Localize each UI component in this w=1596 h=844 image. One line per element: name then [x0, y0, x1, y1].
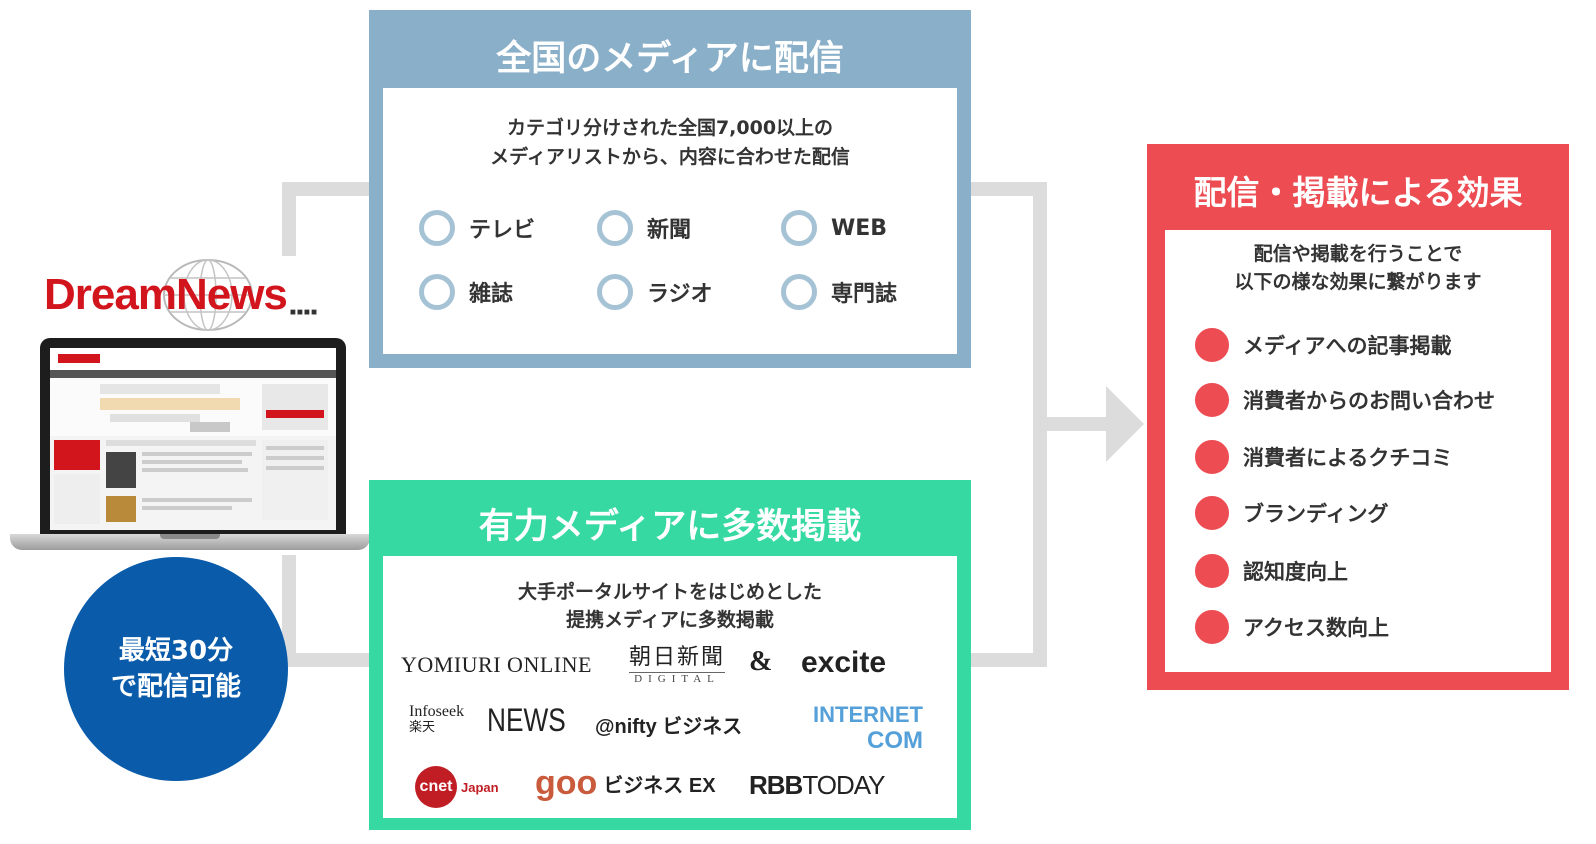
infoseek-title: Infoseek [409, 703, 465, 720]
media-type-trade-journal: 専門誌 [781, 274, 897, 310]
rbb-mark: RBB [749, 770, 803, 800]
circle-icon [781, 210, 817, 246]
infoseek-sub: 楽天 [409, 720, 436, 735]
effect-item: アクセス数向上 [1195, 610, 1389, 644]
ampersand: & [749, 646, 773, 677]
media-type-label: 新聞 [647, 218, 692, 243]
circle-icon [597, 210, 633, 246]
distribution-desc-line-1: カテゴリ分けされた全国7,000以上の [506, 117, 834, 139]
effect-item-label: ブランディング [1243, 502, 1389, 526]
connector-right-top-horizontal [971, 182, 1047, 196]
circle-icon [1195, 554, 1229, 588]
media-type-newspaper: 新聞 [597, 210, 691, 246]
media-type-label: WEB [831, 215, 888, 241]
media-type-label: ラジオ [647, 282, 713, 307]
circle-icon [781, 274, 817, 310]
connector-right-bottom-horizontal [971, 653, 1047, 667]
distribution-panel: 全国のメディアに配信 カテゴリ分けされた全国7,000以上の メディアリストから… [369, 10, 971, 368]
brand-logo: DreamNews ■■■■ [44, 258, 324, 332]
media-partners-desc-line-1: 大手ポータルサイトをはじめとした [517, 581, 822, 603]
infoseek-logo: Infoseek 楽天 [409, 704, 464, 736]
media-type-label: 雑誌 [469, 282, 514, 307]
connector-left-top-horizontal [282, 182, 370, 196]
circle-icon [419, 274, 455, 310]
media-partners-panel: 有力メディアに多数掲載 大手ポータルサイトをはじめとした 提携メディアに多数掲載… [369, 480, 971, 830]
circle-icon [1195, 328, 1229, 362]
goo-business-logo: goo ビジネス EX [535, 764, 716, 803]
circle-icon [597, 274, 633, 310]
cnet-japan-logo: cnet Japan [415, 766, 499, 808]
laptop-base [10, 534, 370, 550]
effect-item: 消費者からのお問い合わせ [1195, 383, 1495, 417]
asahi-sub: DIGITAL [629, 672, 726, 685]
effect-item: メディアへの記事掲載 [1195, 328, 1452, 362]
effect-item: ブランディング [1195, 496, 1389, 530]
brand-dots: ■■■■ [289, 307, 318, 318]
connector-right-vertical [1033, 182, 1047, 667]
infoseek-news-logo: NEWS [487, 702, 566, 738]
effects-content: 配信や掲載を行うことで 以下の様な効果に繋がります メディアへの記事掲載 消費者… [1165, 230, 1551, 672]
media-type-magazine: 雑誌 [419, 274, 513, 310]
internet-com-logo: INTERNET COM [813, 702, 923, 754]
effects-desc-line-1: 配信や掲載を行うことで [1253, 243, 1463, 265]
badge-line-1: 最短30分 [118, 636, 234, 666]
arrow-head [1106, 386, 1144, 462]
nifty-business-logo: @nifty ビジネス [595, 716, 743, 738]
distribution-content: カテゴリ分けされた全国7,000以上の メディアリストから、内容に合わせた配信 … [383, 88, 957, 354]
laptop-notch [160, 534, 220, 539]
circle-icon [419, 210, 455, 246]
brand-name: DreamNews [44, 270, 288, 319]
effect-item-label: メディアへの記事掲載 [1243, 334, 1452, 358]
globe-icon [163, 259, 253, 331]
circle-icon [1195, 383, 1229, 417]
cnet-mark: cnet [415, 766, 457, 808]
media-partners-content: 大手ポータルサイトをはじめとした 提携メディアに多数掲載 YOMIURI ONL… [383, 556, 957, 818]
com-text: COM [867, 727, 923, 754]
goo-sub: ビジネス EX [603, 775, 716, 797]
media-partners-title: 有力メディアに多数掲載 [478, 507, 862, 547]
badge-line-2: で配信可能 [110, 672, 241, 702]
circle-icon [1195, 610, 1229, 644]
effect-item-label: アクセス数向上 [1243, 616, 1389, 640]
effect-item-label: 消費者によるクチコミ [1243, 446, 1453, 470]
circle-icon [1195, 496, 1229, 530]
media-partners-desc-line-2: 提携メディアに多数掲載 [566, 609, 774, 631]
rbb-today-logo: RBB TODAY [749, 770, 886, 801]
effect-item: 認知度向上 [1195, 554, 1348, 588]
delivery-speed-badge: 最短30分 で配信可能 [64, 557, 288, 781]
effect-item: 消費者によるクチコミ [1195, 440, 1452, 474]
excite-logo: excite [801, 646, 887, 679]
asahi-title: 朝日新聞 [629, 645, 726, 670]
media-type-label: 専門誌 [831, 282, 898, 307]
laptop-illustration [10, 338, 370, 558]
media-type-tv: テレビ [419, 210, 535, 246]
effect-item-label: 認知度向上 [1243, 560, 1348, 584]
goo-mark: goo [535, 764, 598, 802]
asahi-digital-logo: 朝日新聞 DIGITAL [629, 645, 726, 685]
effects-title: 配信・掲載による効果 [1193, 173, 1523, 212]
arrow-shaft [1047, 417, 1107, 431]
distribution-title: 全国のメディアに配信 [496, 39, 844, 79]
effects-desc-line-2: 以下の様な効果に繋がります [1234, 271, 1482, 293]
laptop-screen [50, 348, 336, 530]
media-type-radio: ラジオ [597, 274, 713, 310]
effect-item-label: 消費者からのお問い合わせ [1243, 389, 1495, 413]
website-thumbnail [50, 348, 336, 524]
internet-text: INTERNET [813, 702, 923, 727]
connector-left-bottom-horizontal [282, 653, 370, 667]
distribution-desc-line-2: メディアリストから、内容に合わせた配信 [490, 146, 850, 168]
media-type-web: WEB [781, 210, 887, 246]
rbb-sub: TODAY [802, 770, 885, 800]
cnet-sub: Japan [461, 779, 499, 795]
connector-left-bottom-vertical [282, 555, 296, 667]
yomiuri-online-logo: YOMIURI ONLINE [401, 652, 592, 677]
effects-panel: 配信・掲載による効果 配信や掲載を行うことで 以下の様な効果に繋がります メディ… [1147, 144, 1569, 690]
connector-left-top-vertical [282, 182, 296, 256]
media-type-label: テレビ [469, 218, 536, 243]
circle-icon [1195, 440, 1229, 474]
